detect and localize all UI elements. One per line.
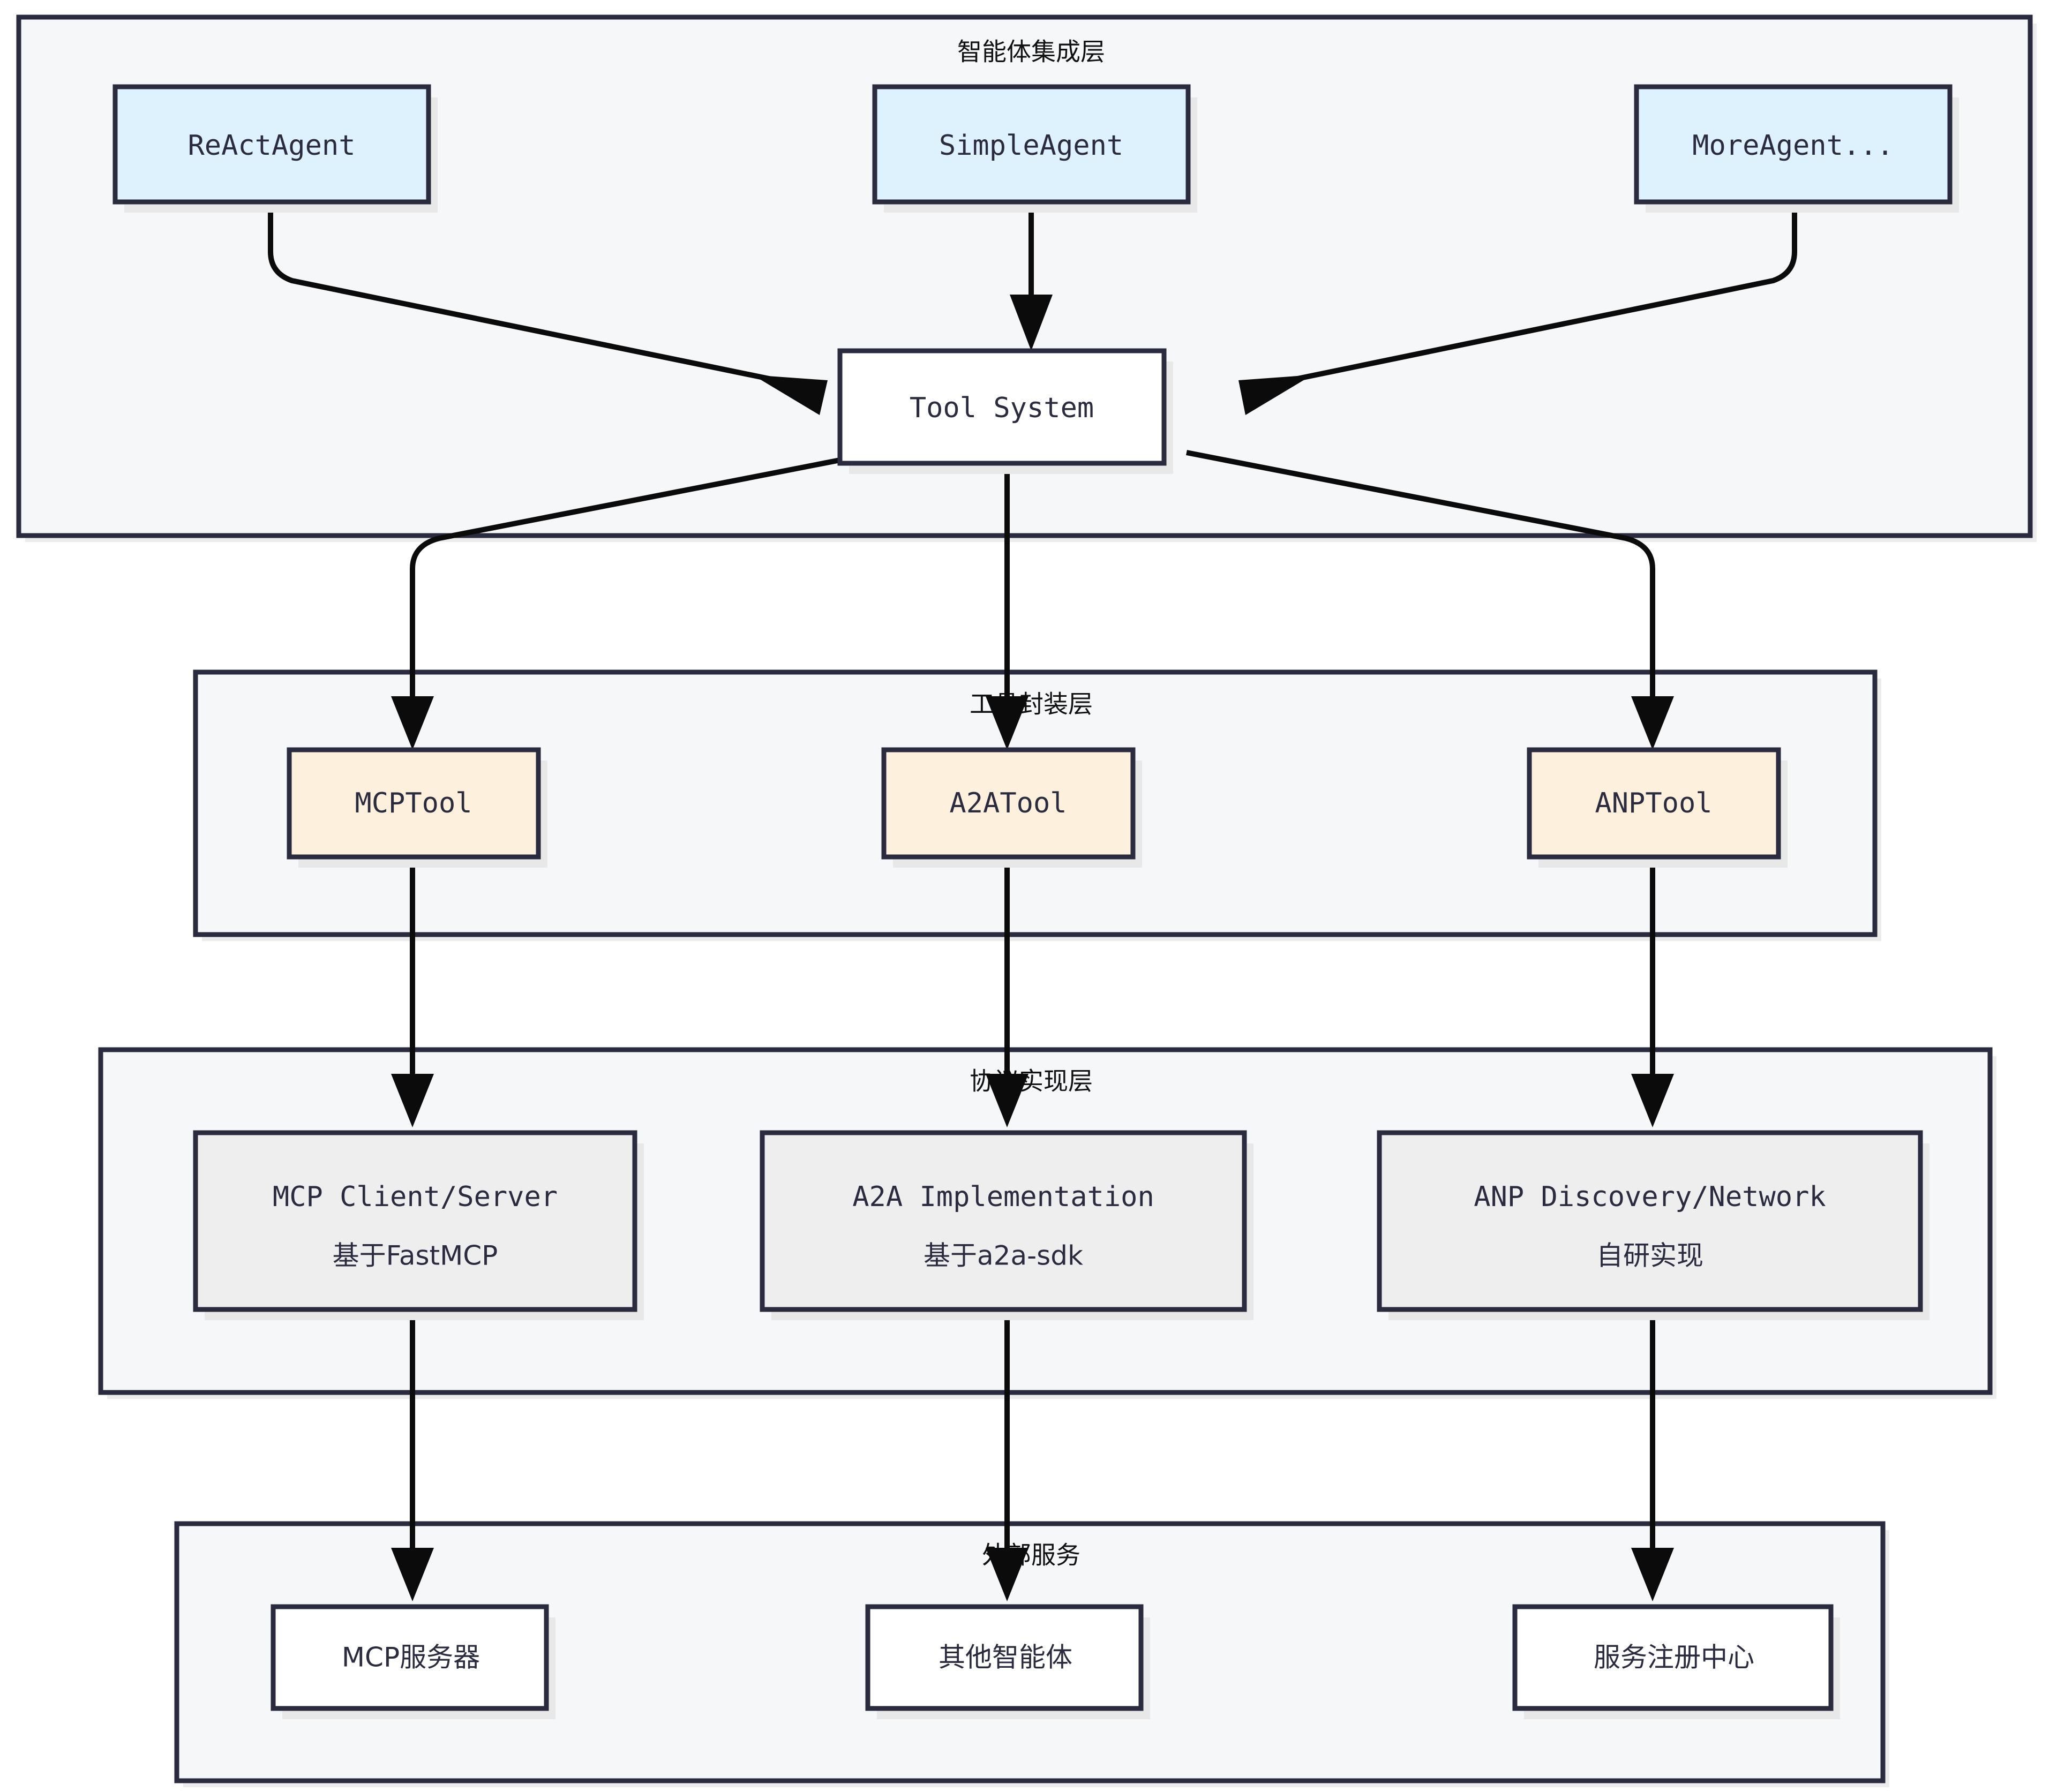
node-other-agents[interactable]: 其他智能体 xyxy=(865,1604,1150,1719)
node-mcp-tool[interactable]: MCPTool xyxy=(287,747,547,868)
arrow-head-simple-agent-to-tool-system xyxy=(1010,295,1053,351)
node-service-registry[interactable]: 服务注册中心 xyxy=(1512,1604,1840,1719)
arrow-head-anp-tool-to-anp-impl xyxy=(1631,1074,1674,1127)
arrow-head-tool-system-to-mcp-tool xyxy=(391,696,434,750)
node-label-mcp-tool: MCPTool xyxy=(355,787,472,819)
node-simple-agent[interactable]: SimpleAgent xyxy=(872,84,1197,213)
arrow-head-a2a-impl-to-other-agents xyxy=(986,1548,1028,1601)
node-box[interactable] xyxy=(1512,1604,1834,1711)
node-label-tool-system: Tool System xyxy=(910,392,1094,424)
node-box[interactable] xyxy=(881,747,1136,860)
arrow-head-mcp-impl-to-mcp-server xyxy=(391,1548,434,1601)
cluster-title-tool-wrapper-layer: 工具封装层 xyxy=(970,690,1093,719)
node-label-other-agents: 其他智能体 xyxy=(939,1642,1072,1673)
node-label-mcp-server: MCP服务器 xyxy=(342,1642,480,1673)
node-label-react-agent: ReActAgent xyxy=(187,130,355,162)
node-box[interactable] xyxy=(193,1130,637,1312)
node-box[interactable] xyxy=(112,84,431,205)
node-box[interactable] xyxy=(865,1604,1144,1711)
node-a2a-tool[interactable]: A2ATool xyxy=(881,747,1142,868)
node-label-more-agent: MoreAgent... xyxy=(1692,130,1894,162)
node-box[interactable] xyxy=(872,84,1191,205)
node-label-mcp-impl-line2: 基于FastMCP xyxy=(333,1240,498,1271)
arrow-head-more-agent-to-tool-system xyxy=(1238,375,1312,415)
node-label-mcp-impl-line1: MCP Client/Server xyxy=(273,1181,558,1213)
node-label-service-registry: 服务注册中心 xyxy=(1594,1642,1754,1673)
edge-tool-system-to-anp-tool xyxy=(1186,450,1655,712)
node-label-a2a-impl-line2: 基于a2a-sdk xyxy=(924,1240,1083,1271)
node-tool-system[interactable]: Tool System xyxy=(837,348,1173,474)
node-mcp-impl[interactable]: MCP Client/Server 基于FastMCP xyxy=(193,1130,644,1320)
node-mcp-server[interactable]: MCP服务器 xyxy=(271,1604,555,1719)
edge-more-agent-to-tool-system xyxy=(1252,210,1797,390)
node-box[interactable] xyxy=(271,1604,549,1711)
node-box[interactable] xyxy=(837,348,1167,466)
node-a2a-impl[interactable]: A2A Implementation 基于a2a-sdk xyxy=(760,1130,1253,1320)
node-label-anp-impl-line2: 自研实现 xyxy=(1596,1240,1703,1271)
edge-tool-system-to-mcp-tool xyxy=(410,450,879,712)
node-label-a2a-impl-line1: A2A Implementation xyxy=(852,1181,1154,1213)
node-box[interactable] xyxy=(287,747,541,860)
node-box[interactable] xyxy=(1634,84,1953,205)
edge-group xyxy=(268,210,1797,1601)
node-box[interactable] xyxy=(760,1130,1247,1312)
node-label-anp-tool: ANPTool xyxy=(1595,787,1712,819)
cluster-title-agent-integration-layer: 智能体集成层 xyxy=(957,37,1105,66)
arrow-head-a2a-tool-to-a2a-impl xyxy=(986,1074,1028,1127)
node-anp-tool[interactable]: ANPTool xyxy=(1527,747,1788,868)
cluster-title-protocol-implementation-layer: 协议实现层 xyxy=(970,1067,1093,1096)
arrow-head-react-agent-to-tool-system xyxy=(753,375,828,415)
node-label-anp-impl-line1: ANP Discovery/Network xyxy=(1474,1181,1826,1213)
arrow-head-tool-system-to-a2a-tool xyxy=(986,696,1028,750)
node-label-a2a-tool: A2ATool xyxy=(949,787,1067,819)
node-more-agent[interactable]: MoreAgent... xyxy=(1634,84,1959,213)
node-react-agent[interactable]: ReActAgent xyxy=(112,84,438,213)
node-box[interactable] xyxy=(1377,1130,1923,1312)
arrow-head-anp-impl-to-service-registry xyxy=(1631,1548,1674,1601)
arrow-head-mcp-tool-to-mcp-impl xyxy=(391,1074,434,1127)
node-anp-impl[interactable]: ANP Discovery/Network 自研实现 xyxy=(1377,1130,1930,1320)
node-label-simple-agent: SimpleAgent xyxy=(939,130,1123,162)
edge-react-agent-to-tool-system xyxy=(268,210,814,390)
arrow-head-tool-system-to-anp-tool xyxy=(1631,696,1674,750)
node-box[interactable] xyxy=(1527,747,1781,860)
